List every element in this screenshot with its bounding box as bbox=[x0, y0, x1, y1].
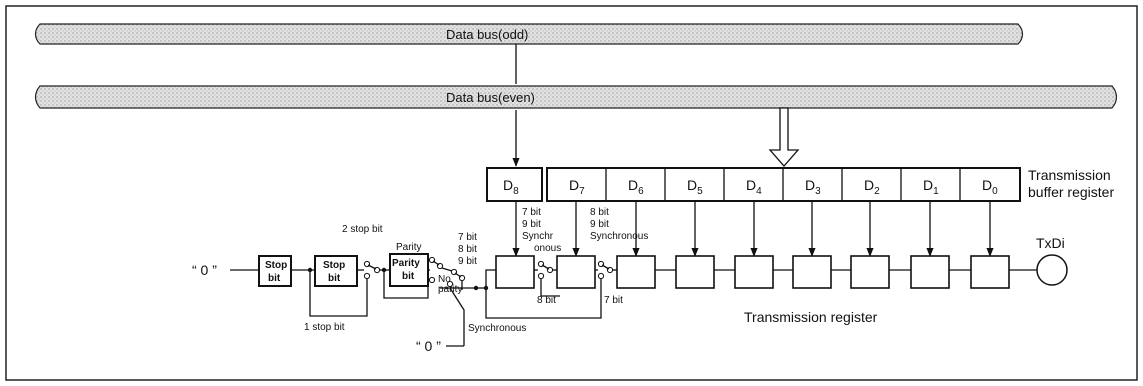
stop-bit-1-line2: bit bbox=[268, 273, 281, 284]
data-bus-even-label: Data bus(even) bbox=[446, 90, 535, 105]
buffer-register-label-line2: buffer register bbox=[1028, 184, 1114, 200]
len-opt-a-3: 9 bit bbox=[458, 256, 477, 267]
data-bus-odd: Data bus(odd) bbox=[34, 23, 1024, 45]
no-parity-bypass bbox=[383, 270, 429, 299]
shift-cell-4 bbox=[734, 255, 774, 289]
zero-input-label-2: “ 0 ” bbox=[416, 338, 441, 354]
no-parity-line1: No bbox=[438, 274, 451, 285]
shift-cell-1 bbox=[910, 255, 950, 289]
shift-cell-6 bbox=[616, 255, 656, 289]
stop-bit-2-line1: Stop bbox=[323, 260, 345, 271]
len-opt-a-1: 7 bit bbox=[458, 232, 477, 243]
buffer-cell-d0-label: D0 bbox=[982, 177, 998, 197]
data-bus-even: Data bus(even) bbox=[34, 85, 1118, 109]
even-bus-arrow bbox=[768, 107, 800, 167]
len-opt-a-2: 8 bit bbox=[458, 244, 477, 255]
zero-input-label: “ 0 ” bbox=[192, 262, 217, 278]
buffer-cell-d7-label: D7 bbox=[569, 177, 585, 197]
one-stop-bypass bbox=[309, 270, 368, 317]
seven-bit-label: 7 bit bbox=[604, 295, 623, 306]
eight-bit-label: 8 bit bbox=[537, 295, 556, 306]
stop-bit-2-line2: bit bbox=[328, 273, 341, 284]
transmission-buffer-register: D8 D7 D6 D5 D4 D3 D2 D1 D0 bbox=[486, 167, 1021, 202]
buffer-cell-d6-label: D6 bbox=[628, 177, 644, 197]
shift-cell-7 bbox=[556, 255, 596, 289]
stop-bit-1-line1: Stop bbox=[265, 260, 287, 271]
parity-bit-line2: bit bbox=[402, 271, 415, 282]
buffer-cell-d5-label: D5 bbox=[687, 177, 703, 197]
shift-cell-2 bbox=[850, 255, 890, 289]
len-opt-b-4: onous bbox=[534, 243, 561, 254]
data-bus-odd-label: Data bus(odd) bbox=[446, 27, 528, 42]
synchronous-label: Synchronous bbox=[468, 323, 526, 334]
stop-bit-box-1 bbox=[258, 255, 292, 287]
parity-label: Parity bbox=[396, 242, 422, 253]
len-opt-c-3: Synchronous bbox=[590, 231, 648, 242]
diagram-frame bbox=[5, 5, 1138, 381]
len-opt-b-2: 9 bit bbox=[522, 219, 541, 230]
shift-cell-3 bbox=[792, 255, 832, 289]
buffer-register-label-line1: Transmission bbox=[1028, 167, 1111, 183]
shift-cell-8 bbox=[495, 255, 535, 289]
one-stop-bit-label: 1 stop bit bbox=[304, 322, 345, 333]
two-stop-bit-label: 2 stop bit bbox=[342, 224, 383, 235]
buffer-cell-d4-label: D4 bbox=[746, 177, 762, 197]
parity-bit-line1: Parity bbox=[392, 258, 420, 269]
buffer-cell-d8-label: D8 bbox=[503, 177, 519, 197]
len-opt-b-3: Synchr bbox=[522, 231, 554, 242]
transmission-register-label: Transmission register bbox=[744, 309, 878, 325]
shift-cell-0 bbox=[970, 255, 1010, 289]
buffer-cell-d1-label: D1 bbox=[923, 177, 939, 197]
len-opt-b-1: 7 bit bbox=[522, 207, 541, 218]
len-opt-c-1: 8 bit bbox=[590, 207, 609, 218]
txd-output-label: TxDi bbox=[1036, 235, 1065, 251]
synchronous-path bbox=[449, 287, 465, 346]
shift-cell-5 bbox=[675, 255, 715, 289]
stop-bit-box-2 bbox=[314, 255, 358, 287]
bypass-7bit bbox=[540, 279, 560, 297]
txd-output-terminal bbox=[1036, 254, 1068, 286]
buffer-cell-d2-label: D2 bbox=[864, 177, 880, 197]
bypass-8bit bbox=[485, 279, 602, 319]
len-opt-c-2: 9 bit bbox=[590, 219, 609, 230]
buffer-cell-d3-label: D3 bbox=[805, 177, 821, 197]
buffer-cell-d8 bbox=[486, 167, 543, 202]
